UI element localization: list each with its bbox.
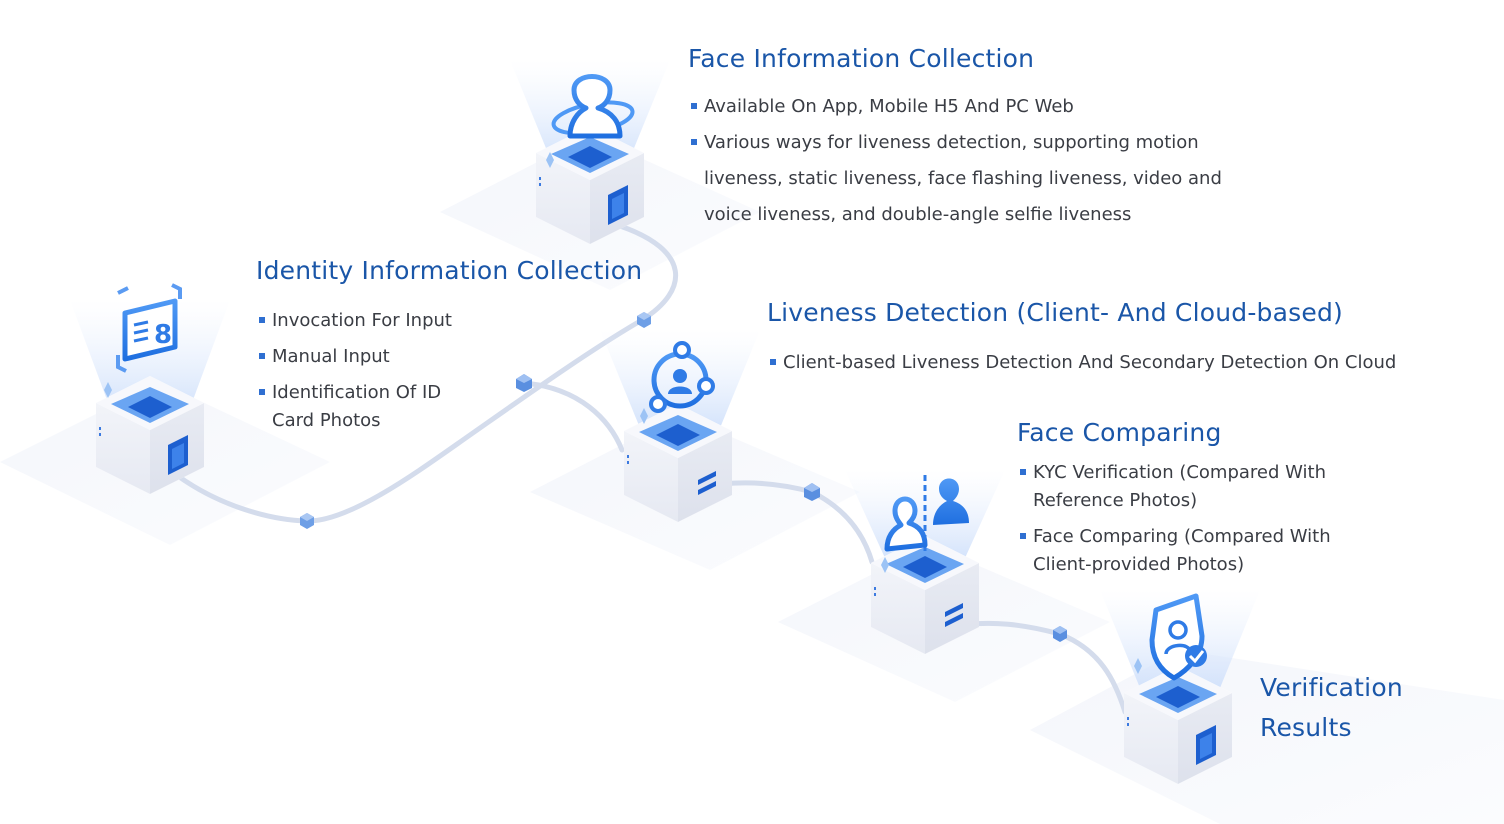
stage-item: Face Comparing (Compared With Client-pro… xyxy=(1017,523,1357,579)
stage-item: Various ways for liveness detection, sup… xyxy=(688,125,1244,233)
connector-node xyxy=(516,374,532,392)
stage-title: Face Information Collection xyxy=(688,44,1035,73)
face-compare-icon xyxy=(881,475,969,573)
stage-title: Face Comparing xyxy=(1017,418,1222,447)
stage-items: Available On App, Mobile H5 And PC Web V… xyxy=(688,89,1278,233)
stage-identity-info: Identity Information Collection Invocati… xyxy=(256,256,676,435)
stage-item: Client-based Liveness Detection And Seco… xyxy=(767,349,1467,377)
cube-liveness xyxy=(624,404,732,522)
stage-items: Client-based Liveness Detection And Seco… xyxy=(767,349,1467,377)
cube-compare xyxy=(871,536,979,654)
id-card-icon: 8 xyxy=(104,283,182,398)
connector-node xyxy=(1053,626,1067,642)
stage-item: Manual Input xyxy=(256,343,476,371)
connector-nodes xyxy=(300,312,1067,642)
svg-text:8: 8 xyxy=(154,320,172,350)
connector-node xyxy=(804,483,820,501)
shield-user-icon xyxy=(1134,593,1207,681)
stage-item: Invocation For Input xyxy=(256,307,476,335)
stage-verification-results: Verification Results xyxy=(1260,668,1430,748)
stage-item: KYC Verification (Compared With Referenc… xyxy=(1017,459,1357,515)
stage-title: Liveness Detection (Client- And Cloud-ba… xyxy=(767,298,1343,327)
stage-item: Available On App, Mobile H5 And PC Web xyxy=(688,89,1278,125)
stage-item: Identification Of ID Card Photos xyxy=(256,379,476,435)
user-network-icon xyxy=(640,341,715,424)
stage-items: KYC Verification (Compared With Referenc… xyxy=(1017,459,1357,579)
stage-title: Verification Results xyxy=(1260,673,1403,742)
stage-face-info: Face Information Collection Available On… xyxy=(688,44,1278,233)
stage-items: Invocation For Input Manual Input Identi… xyxy=(256,307,476,435)
stage-face-comparing: Face Comparing KYC Verification (Compare… xyxy=(1017,418,1397,579)
connector-node xyxy=(637,312,651,328)
connector-node xyxy=(300,513,314,529)
face-orbit-icon xyxy=(546,74,635,168)
stage-title: Identity Information Collection xyxy=(256,256,643,285)
stage-liveness-detection: Liveness Detection (Client- And Cloud-ba… xyxy=(767,298,1467,377)
